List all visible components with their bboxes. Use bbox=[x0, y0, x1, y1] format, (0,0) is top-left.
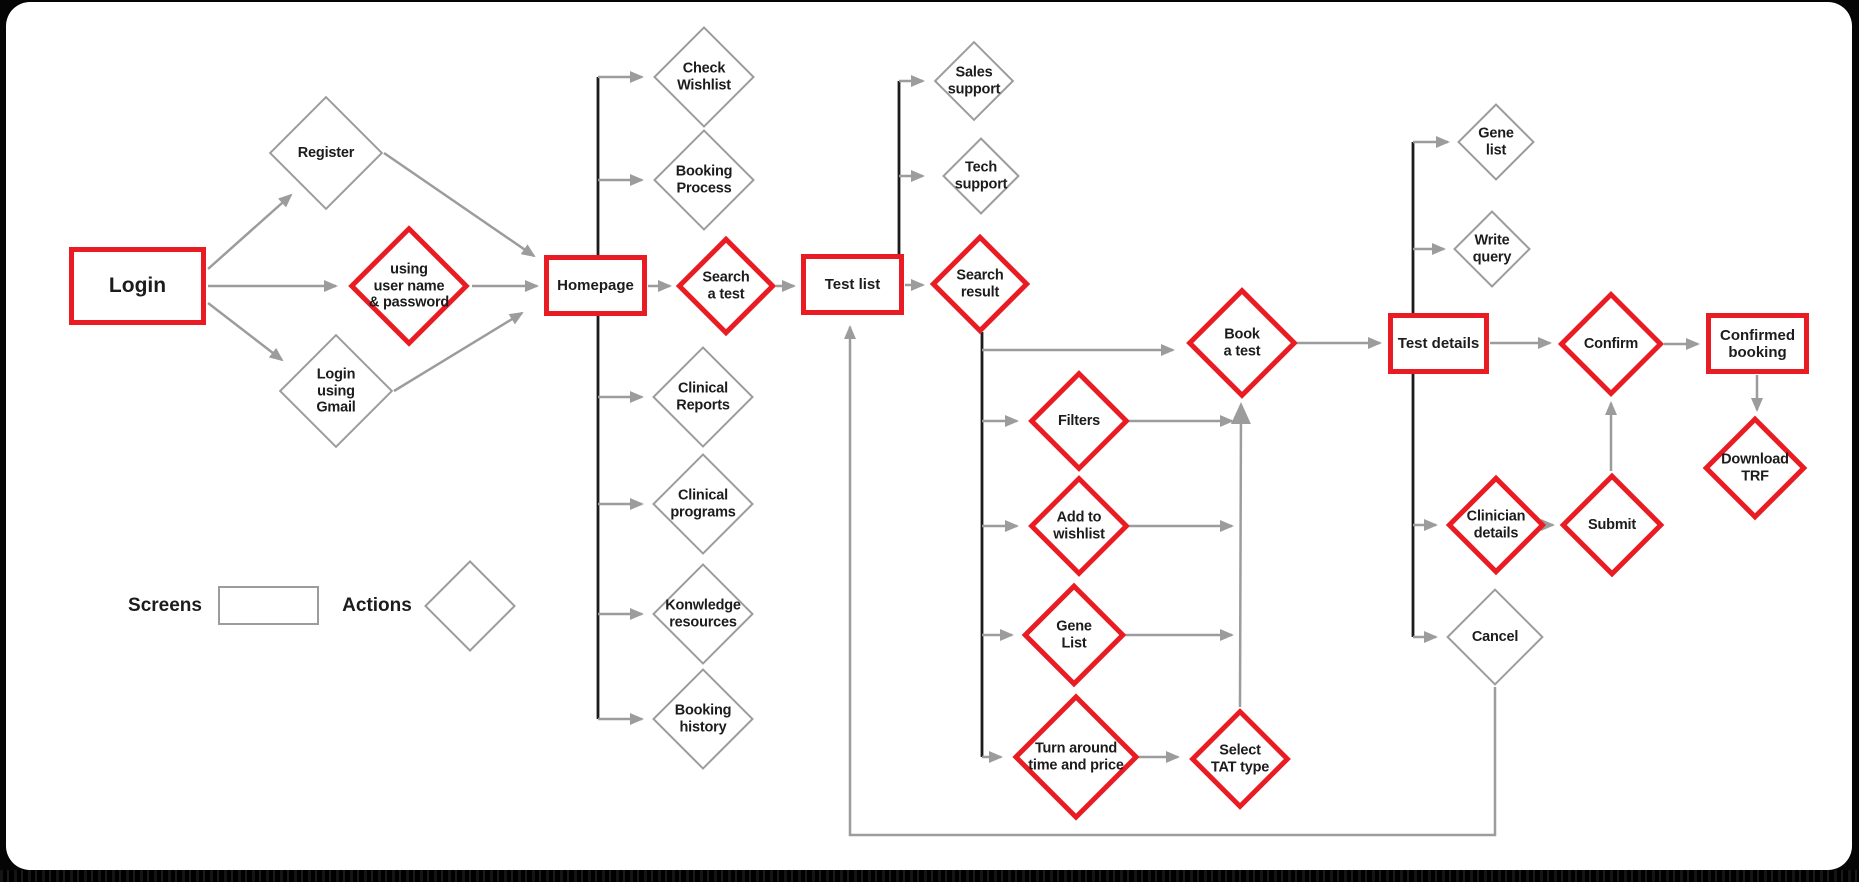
connector bbox=[383, 151, 536, 258]
node-label: Write query bbox=[1472, 232, 1512, 266]
connector bbox=[1230, 402, 1251, 708]
node-login: Login bbox=[69, 247, 206, 325]
node-label: Gene list bbox=[1478, 125, 1514, 159]
node-label: Book a test bbox=[1223, 326, 1261, 360]
legend-actions-label: Actions bbox=[342, 595, 412, 616]
node-test_list: Test list bbox=[801, 254, 904, 315]
node-label: Download TRF bbox=[1721, 451, 1789, 485]
node-label: Test details bbox=[1397, 335, 1480, 352]
node-label: Confirm bbox=[1583, 335, 1639, 352]
node-label: Clinical Reports bbox=[676, 380, 730, 414]
node-confirmed_booking: Confirmed booking bbox=[1706, 313, 1809, 374]
node-label: Login bbox=[108, 274, 167, 297]
legend-screens-label: Screens bbox=[128, 595, 202, 616]
connector bbox=[393, 311, 524, 393]
node-label: Konwledge resources bbox=[665, 597, 741, 631]
legend-screen-shape bbox=[218, 586, 319, 625]
node-label: Register bbox=[297, 144, 355, 161]
connector-lines bbox=[207, 71, 1763, 837]
node-label: Login using Gmail bbox=[316, 366, 356, 416]
node-label: Confirmed booking bbox=[1720, 326, 1795, 361]
node-label: Tech support bbox=[954, 159, 1008, 193]
connector bbox=[844, 325, 1497, 837]
node-label: Homepage bbox=[557, 277, 634, 294]
connector bbox=[207, 193, 293, 270]
node-label: Cancel bbox=[1471, 628, 1519, 645]
connector bbox=[207, 302, 284, 362]
node-label: Test list bbox=[824, 276, 881, 293]
node-label: Search a test bbox=[702, 269, 750, 303]
node-label: Filters bbox=[1057, 412, 1101, 429]
node-label: Sales support bbox=[947, 64, 1001, 98]
node-label: Turn around time and price bbox=[1028, 740, 1124, 774]
node-homepage: Homepage bbox=[544, 255, 647, 316]
node-label: Clinical programs bbox=[670, 487, 736, 521]
node-label: Check Wishlist bbox=[677, 60, 731, 94]
node-label: Submit bbox=[1588, 516, 1636, 533]
node-label: Clinician details bbox=[1466, 508, 1526, 542]
node-label: using user name & password bbox=[368, 261, 450, 311]
node-test_details: Test details bbox=[1388, 313, 1489, 374]
node-label: Select TAT type bbox=[1210, 742, 1270, 776]
node-label: Booking Process bbox=[675, 163, 733, 197]
node-label: Search result bbox=[956, 267, 1004, 301]
node-label: Gene List bbox=[1056, 618, 1092, 652]
bottom-video-bar bbox=[0, 870, 1859, 882]
node-label: Booking history bbox=[674, 702, 732, 736]
node-label: Add to wishlist bbox=[1053, 509, 1105, 543]
